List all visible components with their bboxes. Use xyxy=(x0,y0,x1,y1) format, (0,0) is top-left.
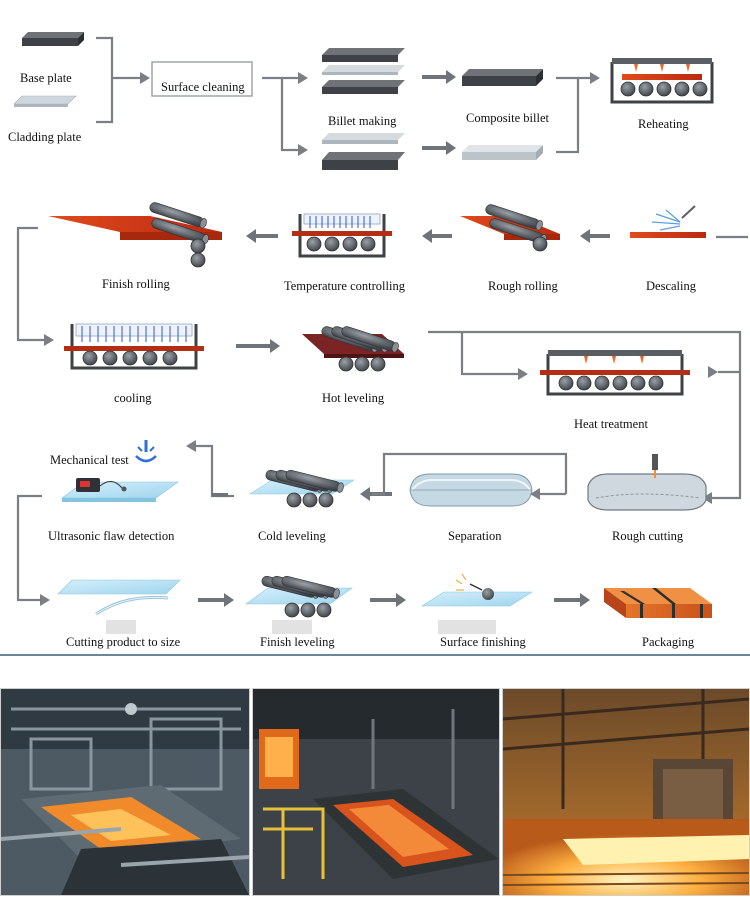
mechanical-test-icon xyxy=(135,440,157,463)
separation-label: Separation xyxy=(448,529,502,543)
rough-cutting-label: Rough cutting xyxy=(612,529,684,543)
section-divider xyxy=(0,654,750,656)
row4-to-row5 xyxy=(16,494,42,602)
cold-leveling-label: Cold leveling xyxy=(258,529,326,543)
temperature-controlling-label: Temperature controlling xyxy=(284,279,406,293)
cutting-label-highlight xyxy=(106,620,136,634)
billet-making-alt-icon xyxy=(322,133,405,170)
billet-making-icon xyxy=(322,48,405,94)
finish-leveling-icon xyxy=(245,574,353,618)
base-plate-icon xyxy=(22,32,84,46)
heat-treatment-branch xyxy=(428,330,742,500)
separation-icon xyxy=(409,473,533,507)
surface-finishing-label-highlight xyxy=(438,620,496,634)
reheating-furnace-icon xyxy=(610,58,714,104)
merge-bracket xyxy=(96,36,140,124)
rolling-mill-photo xyxy=(0,688,250,896)
ultrasonic-flaw-detection-icon xyxy=(61,478,179,502)
ultrasonic-to-mechanical xyxy=(196,444,234,498)
ultrasonic-flaw-detection-label: Ultrasonic flaw detection xyxy=(48,529,175,543)
descaling-label: Descaling xyxy=(646,279,697,293)
descaling-icon xyxy=(630,205,706,238)
finish-leveling-label-highlight xyxy=(272,620,312,634)
packaging-icon xyxy=(604,588,712,618)
hot-leveling-icon xyxy=(302,324,404,372)
composite-billet-alt-icon xyxy=(462,145,543,160)
cladding-plate-icon xyxy=(13,95,77,107)
cutting-to-separation xyxy=(372,452,568,496)
finish-rolling-label: Finish rolling xyxy=(102,277,170,291)
base-plate-label: Base plate xyxy=(20,71,72,85)
surface-finishing-icon xyxy=(420,573,534,607)
cooling-label: cooling xyxy=(114,391,152,405)
mechanical-test-label: Mechanical test xyxy=(50,453,129,467)
join-bracket xyxy=(556,76,590,154)
heat-treatment-icon xyxy=(540,350,690,396)
rough-rolling-icon xyxy=(460,202,560,252)
hot-leveling-label: Hot leveling xyxy=(322,391,385,405)
reheating-label: Reheating xyxy=(638,117,689,131)
process-flow-diagram: Base plate Cladding plate Surface cleani… xyxy=(8,32,748,649)
heat-treatment-label: Heat treatment xyxy=(574,417,648,431)
rough-rolling-label: Rough rolling xyxy=(488,279,559,293)
finish-rolling-icon xyxy=(48,200,222,268)
hot-slab-conveyor-photo xyxy=(252,688,500,896)
cutting-product-to-size-label: Cutting product to size xyxy=(66,635,181,649)
cold-leveling-icon xyxy=(248,468,356,508)
glowing-plate-mill-photo xyxy=(502,688,750,896)
finish-leveling-label: Finish leveling xyxy=(260,635,335,649)
temperature-controlling-icon xyxy=(292,213,392,258)
composite-billet-icon xyxy=(462,69,543,86)
cutting-product-to-size-icon xyxy=(57,579,181,616)
rough-cutting-icon xyxy=(587,454,707,511)
cooling-icon xyxy=(64,323,204,370)
split-arrow xyxy=(262,76,298,152)
billet-making-label: Billet making xyxy=(328,114,397,128)
surface-cleaning-box xyxy=(151,61,253,97)
row2-to-row3 xyxy=(16,226,44,342)
cladding-plate-label: Cladding plate xyxy=(8,130,82,144)
surface-cleaning-label: Surface cleaning xyxy=(161,80,245,94)
composite-billet-label: Composite billet xyxy=(466,111,550,125)
surface-finishing-label: Surface finishing xyxy=(440,635,526,649)
packaging-label: Packaging xyxy=(642,635,695,649)
